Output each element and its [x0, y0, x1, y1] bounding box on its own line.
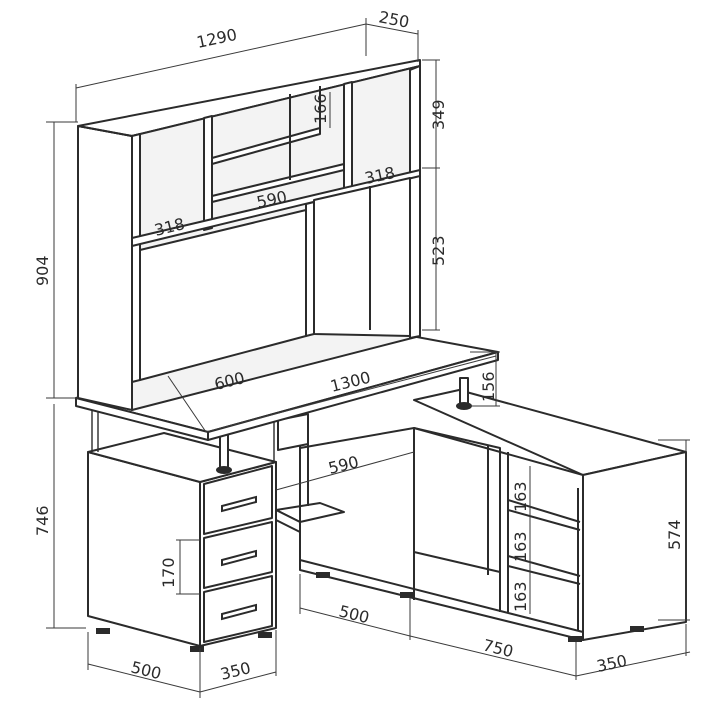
- right-cabinet: [299, 377, 687, 642]
- plinth-line: [299, 559, 584, 633]
- middle-shelf: [275, 413, 345, 570]
- hutch-left-panel: [77, 125, 133, 411]
- hutch: [77, 59, 421, 411]
- hutch-vertical: [131, 133, 141, 383]
- dim-163-c: 163: [511, 581, 530, 612]
- pedestal-front: [199, 461, 277, 647]
- dim-904: 904: [33, 255, 52, 286]
- right-shelf: [507, 499, 581, 523]
- dim-746: 746: [33, 505, 52, 536]
- right-shelf: [507, 509, 581, 531]
- foot: [400, 592, 414, 598]
- dim-500-left: 500: [129, 657, 163, 683]
- dim-574: 574: [665, 519, 684, 550]
- dim-163-b: 163: [511, 531, 530, 562]
- drawer-2[interactable]: [203, 521, 273, 589]
- right-shelf: [507, 555, 581, 577]
- dim-1290: 1290: [195, 25, 239, 52]
- right-shelf: [507, 565, 581, 585]
- hutch-top-edge: [77, 125, 133, 137]
- desk-leg-foot: [216, 466, 232, 474]
- dimension-lines: [46, 18, 691, 698]
- foot: [190, 646, 204, 652]
- hutch-small-shelf-2: [211, 163, 345, 203]
- dim-166: 166: [311, 93, 330, 124]
- desk-leg: [459, 377, 469, 407]
- dim-163-a: 163: [511, 481, 530, 512]
- drawer-handle-1: [221, 495, 257, 513]
- foot: [258, 632, 272, 638]
- foot: [630, 626, 644, 632]
- drawer-3[interactable]: [203, 575, 273, 643]
- drawer-pedestal: [87, 410, 277, 652]
- hutch-vertical: [305, 201, 315, 337]
- dim-349: 349: [429, 99, 448, 130]
- foot: [96, 628, 110, 634]
- drawer-1[interactable]: [203, 465, 273, 535]
- dim-500-mid: 500: [337, 601, 371, 627]
- desk-leg-foot: [456, 402, 472, 410]
- hutch-right-panel: [409, 65, 421, 339]
- foot: [316, 572, 330, 578]
- hutch-vertical: [203, 115, 213, 231]
- hutch-mid-shelf: [131, 169, 421, 247]
- hutch-vertical: [343, 81, 353, 195]
- pedestal-side: [87, 451, 201, 647]
- drawer-handle-2: [221, 549, 257, 567]
- dim-350-right: 350: [595, 651, 629, 676]
- drawer-handle-3: [221, 603, 257, 621]
- hutch-back-lower-right: [313, 177, 411, 337]
- foot: [568, 636, 582, 642]
- dim-170: 170: [159, 557, 178, 588]
- dim-523: 523: [429, 235, 448, 266]
- hutch-back-lower-left: [139, 209, 307, 381]
- dim-750: 750: [481, 635, 515, 661]
- dim-156: 156: [479, 371, 498, 402]
- dim-250: 250: [377, 7, 411, 31]
